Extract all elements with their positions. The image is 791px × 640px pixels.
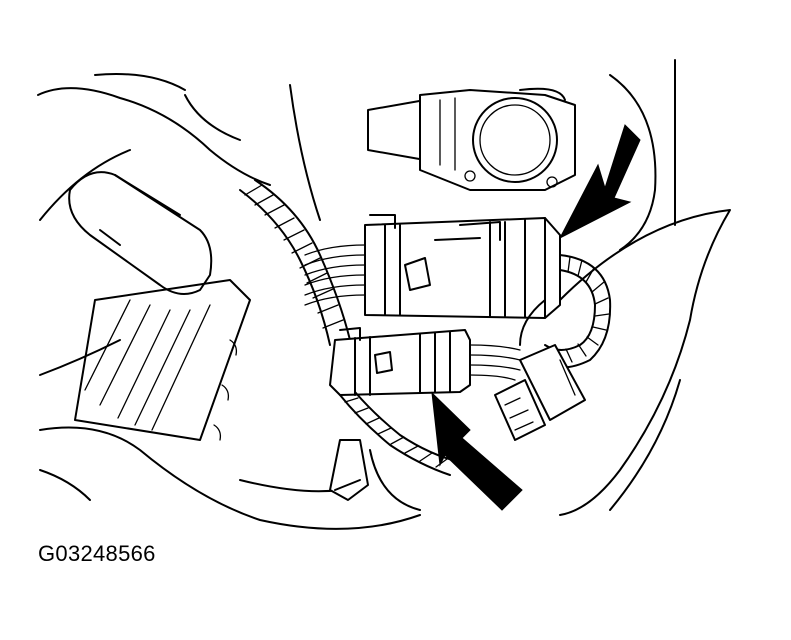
wire-bundle-lower	[469, 344, 521, 381]
wire-bundle-upper	[304, 244, 366, 306]
upper-actuator	[367, 87, 576, 191]
main-harness-connector	[364, 214, 561, 319]
corrugated-conduit-left	[239, 179, 351, 346]
arrow-icon-upper	[558, 124, 641, 240]
arrow-icon-lower	[431, 391, 523, 511]
figure-code: G03248566	[38, 541, 156, 566]
small-right-connector	[494, 344, 586, 441]
left-trim-panel	[68, 171, 251, 441]
retaining-clip	[329, 439, 369, 501]
lower-harness-connector	[329, 327, 471, 396]
